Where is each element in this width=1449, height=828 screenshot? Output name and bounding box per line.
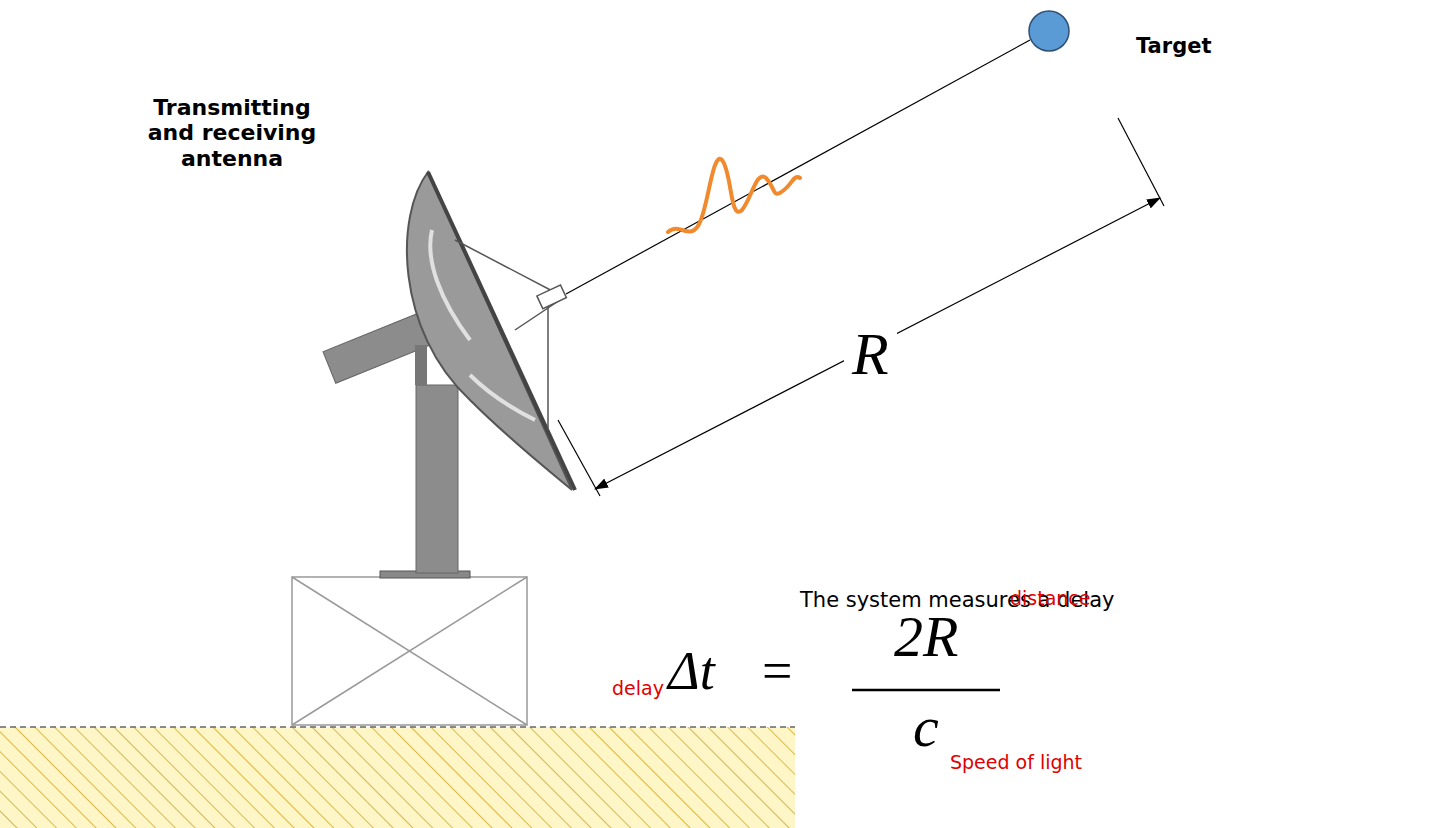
delay-annotation: delay: [612, 678, 664, 700]
formula-equals: =: [762, 640, 792, 702]
target-node: Target: [1026, 8, 1072, 54]
antenna-label: Transmitting and receiving antenna: [132, 95, 332, 171]
dish: [407, 172, 575, 490]
range-label: R: [844, 320, 897, 389]
pulse-wave: [668, 159, 800, 232]
antenna-base: [292, 577, 527, 725]
yoke: [415, 345, 427, 385]
ground-line: [0, 726, 795, 728]
antenna-pole: [416, 385, 458, 573]
target-circle: [1026, 8, 1072, 54]
beam-line: [566, 40, 1030, 294]
fraction-bar: [852, 689, 1000, 692]
formula-numerator: 2R: [894, 604, 958, 671]
ground-hatch: [0, 727, 795, 828]
distance-annotation: distance: [1010, 588, 1091, 610]
formula-denominator: c: [913, 694, 939, 761]
speed-annotation: Speed of light: [950, 752, 1082, 774]
formula-delta-t: Δt: [668, 640, 715, 702]
range-dimension: [558, 118, 1164, 496]
target-label: Target: [1136, 34, 1211, 58]
